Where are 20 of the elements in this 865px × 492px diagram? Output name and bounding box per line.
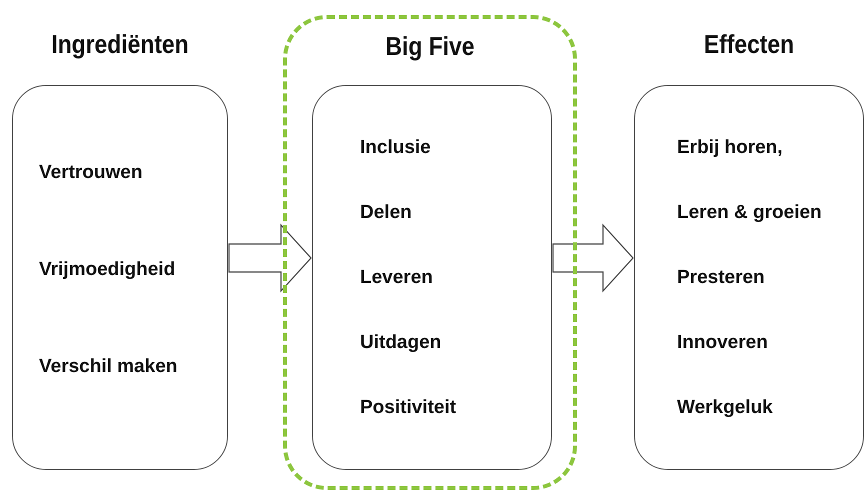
block-arrow: [552, 223, 634, 293]
list-item: Leren & groeien: [677, 201, 822, 225]
list-item: Verschil maken: [39, 355, 178, 379]
list-item: Delen: [360, 201, 412, 225]
list-item: Erbij horen,: [677, 136, 783, 160]
list-item: Presteren: [677, 266, 765, 290]
column-heading: Ingrediënten: [50, 29, 190, 60]
list-item: Vrijmoedigheid: [39, 258, 176, 282]
list-item: Uitdagen: [360, 331, 442, 355]
list-item: Positiviteit: [360, 396, 456, 420]
list-item: Werkgeluk: [677, 396, 773, 420]
list-item: Vertrouwen: [39, 161, 142, 185]
column-heading: Big Five: [384, 31, 476, 62]
list-item: Leveren: [360, 266, 433, 290]
block-arrow: [228, 223, 312, 293]
column-heading: Effecten: [702, 29, 796, 60]
list-item: Innoveren: [677, 331, 768, 355]
dashed-group-frame: [283, 15, 577, 490]
list-item: Inclusie: [360, 136, 431, 160]
rounded-box: [312, 85, 552, 470]
